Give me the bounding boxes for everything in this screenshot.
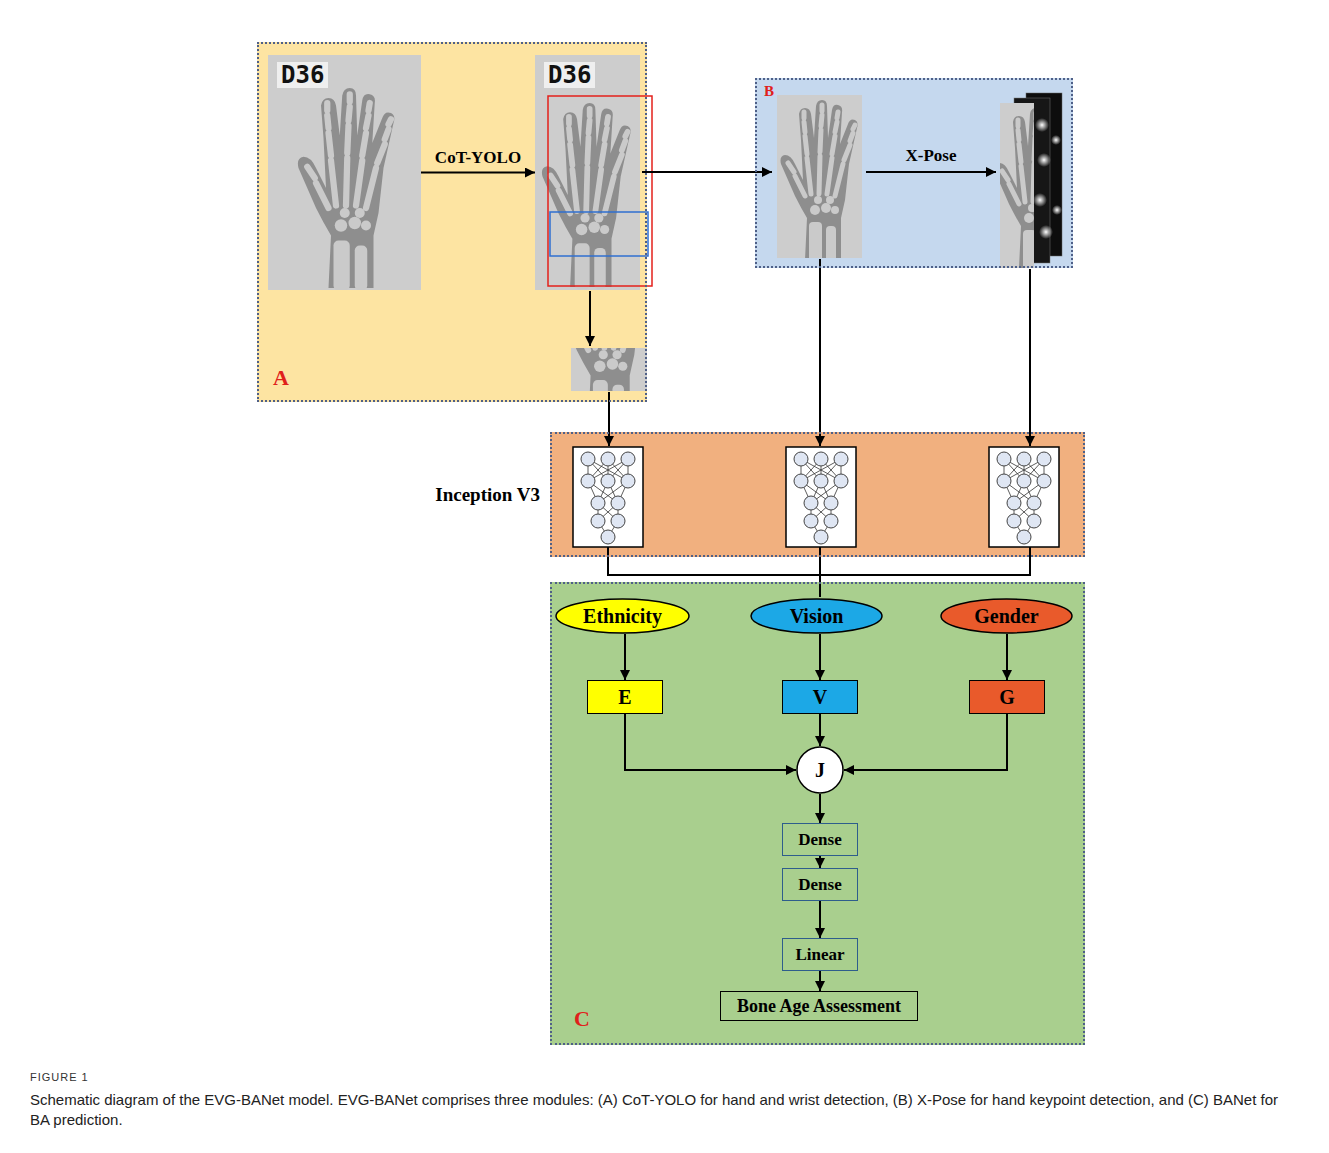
box-label: Bone Age Assessment <box>737 996 901 1017</box>
output-box: Bone Age Assessment <box>720 991 918 1021</box>
box-label: J <box>815 759 825 782</box>
input-ellipse: Ethnicity <box>555 598 690 634</box>
image-tag: D36 <box>544 62 595 88</box>
panel-letter: C <box>574 1006 590 1031</box>
input-name: Gender <box>974 605 1038 628</box>
connector-arrow <box>819 634 821 680</box>
input-name: Ethnicity <box>583 605 662 628</box>
edge-label: CoT-YOLO <box>433 148 523 168</box>
xray-image: D36 <box>535 55 640 290</box>
wrist-crop <box>571 348 647 391</box>
flow-arrow <box>590 172 1030 597</box>
panel-b: B <box>755 78 1073 268</box>
panel-letter: A <box>273 365 289 390</box>
box-label: E <box>618 686 631 709</box>
feature-box: E <box>587 680 663 714</box>
dense-box: Dense <box>782 868 858 901</box>
connector-arrow <box>844 714 1007 770</box>
feature-box: G <box>969 680 1045 714</box>
connector-arrow <box>819 714 821 746</box>
xray-picture <box>268 55 421 290</box>
box-label: Dense <box>798 830 841 850</box>
network-icon <box>989 447 1059 547</box>
input-ellipse: Gender <box>940 598 1073 634</box>
band-heading: Inception V3 <box>435 484 540 506</box>
panel-fill <box>550 432 1085 557</box>
image-tag: D36 <box>277 62 328 88</box>
connector-arrow <box>819 971 821 991</box>
figure-number: FIGURE 1 <box>30 1071 89 1084</box>
inception-band: Inception V3 <box>550 432 1085 557</box>
panel-fill <box>550 582 1085 1045</box>
detection-box <box>550 212 648 256</box>
panel-c: EthnicityVisionGenderEVGJDenseDenseLinea… <box>550 582 1085 1045</box>
connector-arrow <box>625 714 796 770</box>
network-icon <box>573 447 643 547</box>
arrow-label: X-Pose <box>906 146 957 166</box>
connector-arrow <box>819 901 821 938</box>
linear-box: Linear <box>782 938 858 971</box>
figure-caption: Schematic diagram of the EVG-BANet model… <box>30 1090 1300 1130</box>
box-label: Linear <box>795 945 844 965</box>
dense-box: Dense <box>782 823 858 856</box>
connector-arrow <box>819 856 821 868</box>
input-name: Vision <box>790 605 844 628</box>
panel-letter: B <box>764 83 774 100</box>
feature-box: V <box>782 680 858 714</box>
box-label: G <box>999 686 1015 709</box>
xray-image: D36 <box>268 55 421 290</box>
connector-arrow <box>1006 634 1008 680</box>
connector-arrow <box>421 172 535 174</box>
box-label: V <box>813 686 827 709</box>
box-label: Dense <box>798 875 841 895</box>
network-icon <box>786 447 856 547</box>
input-ellipse: Vision <box>750 598 883 634</box>
join-circle: J <box>796 746 844 794</box>
heatmap-stack <box>995 93 1072 270</box>
connector-arrow <box>819 794 821 823</box>
connector-arrow <box>624 634 626 680</box>
panel-a: D36 D36A <box>257 42 647 402</box>
xray-picture <box>777 95 862 258</box>
detection-box <box>548 96 652 286</box>
